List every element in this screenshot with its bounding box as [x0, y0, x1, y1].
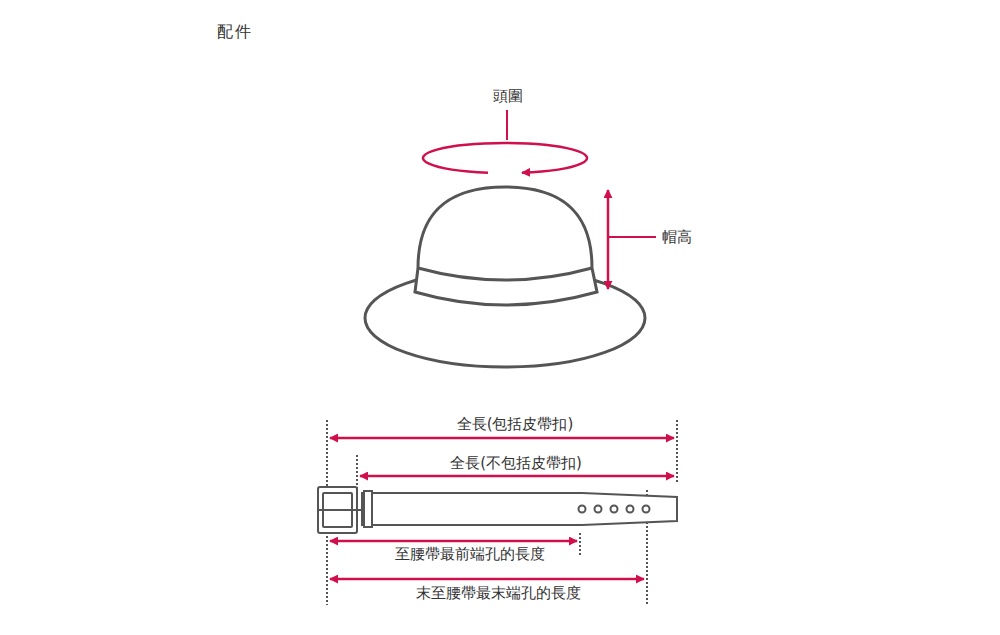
page-title: 配件: [214, 22, 256, 41]
belt-drawing: [318, 487, 677, 533]
dimension-label: 至腰帶最前端孔的長度: [392, 545, 548, 563]
dimension-arrows: [330, 438, 674, 579]
leader-line: [506, 110, 508, 140]
dimension-label: 帽高: [659, 228, 695, 246]
hat-drawing: [365, 187, 645, 367]
dimension-label: 全長(包括皮帶扣): [454, 415, 577, 433]
guide-lines: [327, 420, 677, 605]
dimension-label: 末至腰帶最末端孔的長度: [413, 584, 584, 602]
dimension-label: 頭圍: [490, 87, 526, 105]
circumference-arrow: [423, 143, 587, 173]
leader-line: [608, 236, 656, 238]
dimension-label: 全長(不包括皮帶扣): [447, 454, 585, 472]
height-arrow: [607, 190, 610, 289]
